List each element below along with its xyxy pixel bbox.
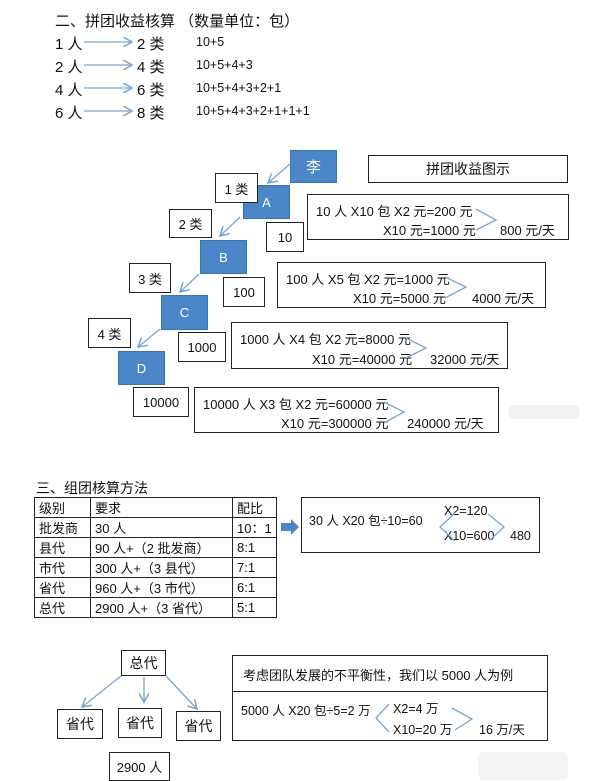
formula: 10+5+4+3+2+1+1+1	[196, 104, 310, 118]
node-c: C	[161, 295, 208, 330]
cell: 市代	[34, 557, 91, 578]
people-count: 2 人	[55, 59, 83, 76]
cell: 10：1	[232, 517, 277, 538]
cell: 县代	[34, 537, 91, 558]
example-x10: X10=20 万	[393, 723, 453, 737]
cell: 30 人	[90, 517, 233, 538]
calc-line1: 1000 人 X4 包 X2 元=8000 元	[240, 332, 411, 347]
cell: 5:1	[232, 597, 277, 618]
type-label: 2 类	[169, 209, 212, 238]
watermark	[478, 752, 568, 780]
arrow-icon	[268, 163, 291, 183]
type-count: 2 类	[137, 36, 165, 53]
calc-box-c: 1000 人 X4 包 X2 元=8000 元 X10 元=40000 元 32…	[231, 322, 508, 369]
cell: 960 人+（3 市代）	[90, 577, 233, 598]
calc-x2: X2=120	[444, 504, 488, 518]
arrow-icon	[82, 675, 122, 707]
arrow-icon	[180, 273, 200, 292]
calc-box-b: 100 人 X5 包 X2 元=1000 元 X10 元=5000 元 4000…	[277, 262, 546, 308]
arrow-icon	[220, 216, 241, 236]
tree-child: 省代	[57, 709, 103, 739]
type-count: 6 类	[137, 82, 165, 99]
node-b: B	[200, 240, 247, 274]
wholesaler-calc-box: 30 人 X20 包÷10=60 X2=120 X10=600 480	[301, 497, 540, 553]
cell: 300 人+（3 县代）	[90, 557, 233, 578]
cell: 2900 人+（3 省代）	[90, 597, 233, 618]
formula: 10+5	[196, 35, 225, 49]
people-count: 4 人	[55, 82, 83, 99]
type-count: 4 类	[137, 59, 165, 76]
calc-result: 480	[510, 529, 531, 543]
calc-line1: 100 人 X5 包 X2 元=1000 元	[286, 272, 450, 287]
calc-result: 32000 元/天	[430, 352, 500, 367]
calc-line2: X10 元=1000 元	[383, 223, 476, 238]
count-box: 10	[266, 222, 304, 252]
people-count: 6 人	[55, 105, 83, 122]
cell: 6:1	[232, 577, 277, 598]
calc-line1: 30 人 X20 包÷10=60	[309, 514, 423, 528]
example-x2: X2=4 万	[393, 702, 439, 716]
count-box: 100	[223, 277, 265, 307]
type-label: 3 类	[129, 263, 171, 293]
calc-line2: X10 元=5000 元	[353, 291, 446, 306]
header-cell: 级别	[34, 497, 91, 518]
section-2-heading: 二、拼团收益核算 （数量单位：包）	[55, 13, 300, 30]
tree-child: 省代	[176, 711, 221, 741]
formula: 10+5+4+3+2+1	[196, 81, 282, 95]
calc-line2: X10 元=300000 元	[281, 416, 389, 431]
tree-child: 省代	[118, 708, 162, 738]
cell: 总代	[34, 597, 91, 618]
count-box: 10000	[133, 387, 189, 417]
calc-result: 4000 元/天	[472, 291, 535, 306]
example-line1: 5000 人 X20 包÷5=2 万	[241, 704, 371, 718]
cell: 7:1	[232, 557, 277, 578]
table-header-row: 级别 要求 配比	[34, 497, 277, 518]
diagram-title: 拼团收益图示	[368, 155, 568, 183]
header-cell: 配比	[232, 497, 277, 518]
calc-result: 800 元/天	[500, 223, 555, 238]
arrow-icon	[138, 328, 161, 347]
section-3-heading: 三、组团核算方法	[36, 480, 148, 496]
example-result: 16 万/天	[479, 723, 525, 737]
people-count: 1 人	[55, 36, 83, 53]
example-box: 考虑团队发展的不平衡性，我们以 5000 人为例 5000 人 X20 包÷5=…	[232, 655, 548, 741]
watermark	[508, 405, 580, 419]
tree-total: 2900 人	[109, 752, 170, 781]
calc-result: 240000 元/天	[407, 416, 484, 431]
cell: 8:1	[232, 537, 277, 558]
example-title: 考虑团队发展的不平衡性，我们以 5000 人为例	[243, 668, 514, 683]
header-cell: 要求	[90, 497, 233, 518]
divider	[233, 691, 547, 692]
type-label: 4 类	[88, 318, 131, 348]
calc-line1: 10 人 X10 包 X2 元=200 元	[316, 204, 473, 219]
arrow-icon	[165, 675, 197, 709]
cell: 90 人+（2 批发商）	[90, 537, 233, 558]
right-arrow-icon	[281, 519, 299, 535]
calc-x10: X10=600	[444, 529, 495, 543]
calc-line2: X10 元=40000 元	[312, 352, 413, 367]
root-node: 李	[290, 150, 337, 183]
cell: 批发商	[34, 517, 91, 538]
type-count: 8 类	[137, 105, 165, 122]
calc-box-a: 10 人 X10 包 X2 元=200 元 X10 元=1000 元 800 元…	[307, 194, 569, 240]
node-d: D	[118, 351, 165, 385]
count-box: 1000	[178, 332, 226, 362]
tree-root: 总代	[121, 650, 166, 676]
calc-line1: 10000 人 X3 包 X2 元=60000 元	[203, 397, 389, 412]
formula: 10+5+4+3	[196, 58, 253, 72]
calc-box-d: 10000 人 X3 包 X2 元=60000 元 X10 元=300000 元…	[194, 387, 499, 433]
type-label: 1 类	[215, 173, 258, 203]
cell: 省代	[34, 577, 91, 598]
